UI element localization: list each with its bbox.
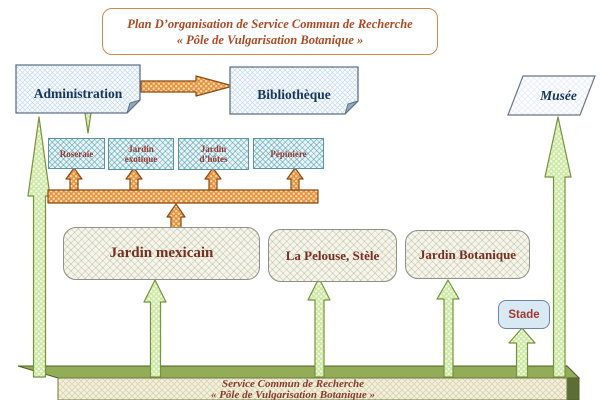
arrow-administration-to-gardens-needle <box>84 112 92 134</box>
arrow-bar-to-jardin-exotique <box>125 167 143 191</box>
arrow-base-to-jardin-mexicain <box>143 279 167 378</box>
pepiniere-label: Pépinière <box>270 148 307 159</box>
bibliotheque-folded-corner <box>344 100 359 115</box>
pelouse-box: La Pelouse, Stèle <box>268 229 397 282</box>
distribution-bar <box>47 189 319 204</box>
jardin-exotique-label: Jardin exotique <box>124 144 158 164</box>
diagram-title-line1: Plan D’organisation de Service Commun de… <box>127 16 413 31</box>
arrow-base-to-jardin-botanique <box>436 279 460 378</box>
diagram-title-line2: « Pôle de Vulgarisation Botanique » <box>176 32 364 47</box>
stade-label: Stade <box>508 308 540 321</box>
arrow-bar-to-roseraie <box>65 167 83 191</box>
jardin-mexicain-label: Jardin mexicain <box>109 245 214 261</box>
base-slab-caption: Service Commun de Recherche « Pôle de Vu… <box>58 379 528 400</box>
administration-node-shape <box>15 64 141 114</box>
jardin-exotique-box: Jardin exotique <box>108 138 174 170</box>
arrow-base-to-pelouse <box>307 277 331 378</box>
base-slab-caption-line2: « Pôle de Vulgarisation Botanique » <box>210 388 376 400</box>
arrow-jardin-mexicain-to-bar <box>166 203 186 229</box>
diagram-title-box: Plan D’organisation de Service Commun de… <box>102 8 438 55</box>
arrow-bar-to-pepiniere <box>286 167 304 191</box>
arrow-base-to-stade <box>508 327 536 378</box>
bibliotheque-node-shape <box>229 66 359 115</box>
base-slab-front-face <box>57 377 568 400</box>
jardin-hotes-label: Jardin d’hôtes <box>199 144 228 164</box>
roseraie-label: Roseraie <box>59 148 94 159</box>
musee-node-shape <box>507 75 596 116</box>
jardin-hotes-box: Jardin d’hôtes <box>178 138 249 170</box>
administration-folded-corner <box>126 99 141 114</box>
base-slab-caption-line1: Service Commun de Recherche <box>221 378 365 390</box>
arrow-bar-to-jardin-hotes <box>204 167 222 191</box>
jardin-botanique-label: Jardin Botanique <box>418 246 517 262</box>
roseraie-box: Roseraie <box>48 138 105 169</box>
pelouse-label: La Pelouse, Stèle <box>285 247 380 263</box>
jardin-botanique-box: Jardin Botanique <box>405 230 530 279</box>
arrow-base-to-musee <box>544 116 572 378</box>
jardin-mexicain-box: Jardin mexicain <box>63 227 260 280</box>
base-slab-top-face <box>17 365 581 379</box>
arrow-administration-to-bibliotheque <box>140 75 234 97</box>
arrow-base-to-administration <box>27 116 51 378</box>
pepiniere-box: Pépinière <box>253 138 324 169</box>
stade-box: Stade <box>498 300 550 329</box>
